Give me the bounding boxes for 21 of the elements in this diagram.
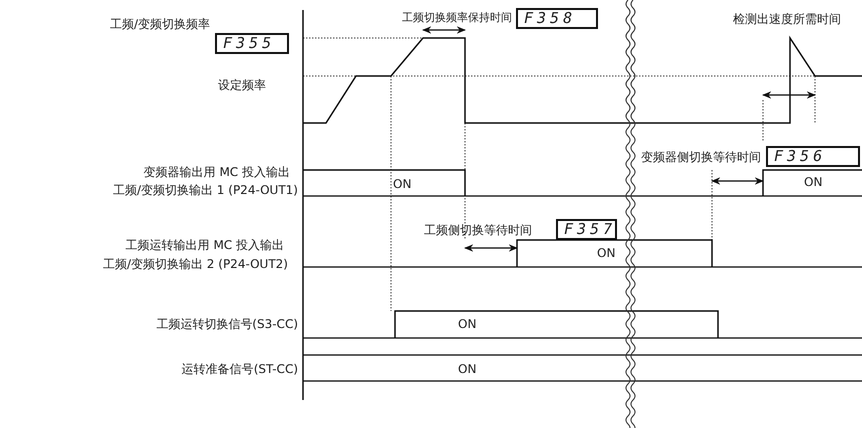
signal-label: 工频运转切换信号(S3-CC) — [156, 317, 298, 331]
interval-label: 变频器侧切换等待时间 — [641, 150, 761, 164]
signal-label: 运转准备信号(ST-CC) — [182, 362, 298, 376]
parameter-code: F355 — [215, 33, 289, 54]
parameter-code: F356 — [766, 146, 860, 167]
axis-label: 工频/变频切换频率 — [110, 17, 210, 31]
state-label: ON — [458, 317, 476, 331]
axis-label: 设定频率 — [218, 78, 266, 92]
signal-label: 工频/变频切换输出 1 (P24-OUT1) — [112, 183, 298, 197]
parameter-code: F357 — [556, 219, 617, 240]
state-label: ON — [458, 362, 476, 376]
interval-label: 工频侧切换等待时间 — [424, 223, 532, 237]
parameter-code: F358 — [516, 8, 598, 29]
signal-label: 工频运转输出用 MC 投入输出 — [126, 238, 284, 252]
signal-label: 工频/变频切换输出 2 (P24-OUT2) — [102, 257, 288, 271]
interval-label: 工频切换频率保持时间 — [402, 11, 512, 25]
state-label: ON — [597, 246, 616, 260]
signal-label: 变频器输出用 MC 投入输出 — [144, 165, 290, 179]
state-label: ON — [804, 175, 822, 189]
interval-label: 检测出速度所需时间 — [733, 12, 841, 26]
state-label: ON — [393, 177, 412, 191]
